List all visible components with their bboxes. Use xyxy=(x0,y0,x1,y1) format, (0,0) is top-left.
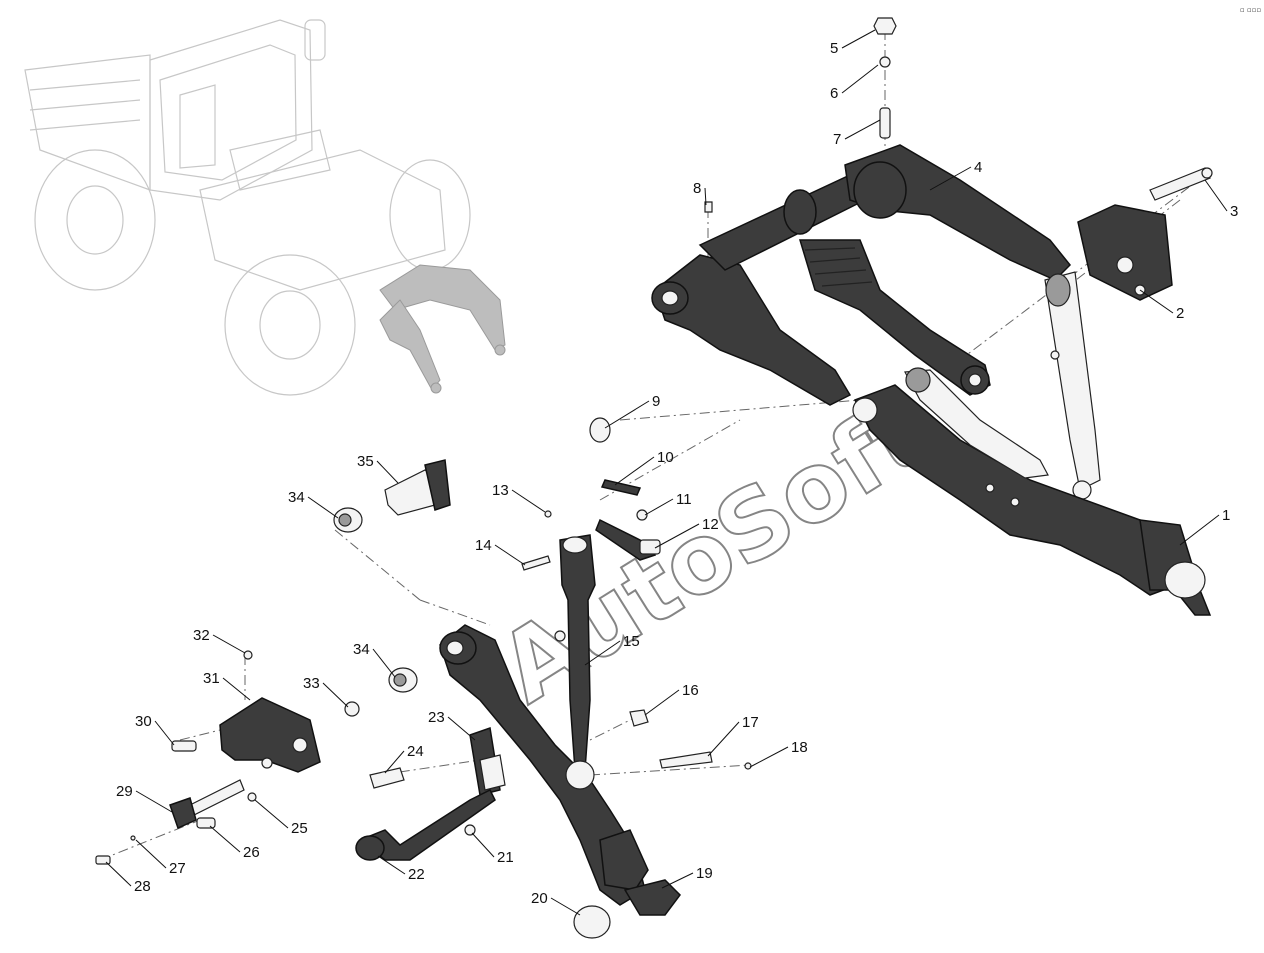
leader-line-8 xyxy=(704,187,707,206)
leader-line-4 xyxy=(929,166,972,191)
fasteners-5-8 xyxy=(704,17,897,213)
callout-label-21: 21 xyxy=(497,849,514,866)
leader-line-32 xyxy=(212,634,246,654)
callout-label-3: 3 xyxy=(1230,203,1238,220)
leader-line-13 xyxy=(511,489,546,513)
fasteners-25-33 xyxy=(95,650,360,865)
callout-label-7: 7 xyxy=(833,131,841,148)
callout-label-5: 5 xyxy=(830,40,838,57)
callout-label-24: 24 xyxy=(407,743,424,760)
callout-label-19: 19 xyxy=(696,865,713,882)
leader-line-33 xyxy=(322,682,349,708)
callout-label-10: 10 xyxy=(657,449,674,466)
fasteners-16-18 xyxy=(629,709,752,770)
callout-label-6: 6 xyxy=(830,85,838,102)
callout-label-14: 14 xyxy=(475,537,492,554)
bracket-31 xyxy=(219,697,321,773)
leader-line-21 xyxy=(471,832,495,858)
center-top-link-15 xyxy=(554,534,596,771)
tractor-overview-illustration xyxy=(24,19,506,396)
callout-label-25: 25 xyxy=(291,820,308,837)
leader-line-7 xyxy=(844,119,881,140)
leader-line-34 xyxy=(307,496,339,519)
leader-line-18 xyxy=(749,746,789,768)
leader-line-12 xyxy=(654,523,700,549)
callout-label-34: 34 xyxy=(288,489,305,506)
callout-label-18: 18 xyxy=(791,739,808,756)
leader-line-5 xyxy=(841,29,876,49)
leader-line-22 xyxy=(377,855,406,875)
callout-label-32: 32 xyxy=(193,627,210,644)
leader-line-28 xyxy=(105,861,132,887)
callout-label-33: 33 xyxy=(303,675,320,692)
lower-link-1 xyxy=(852,384,1212,616)
callout-label-27: 27 xyxy=(169,860,186,877)
upper-lift-arms-assembly xyxy=(651,144,1072,406)
callout-label-34: 34 xyxy=(353,641,370,658)
pin-35 xyxy=(384,459,451,516)
adjuster-assembly-22-24 xyxy=(355,726,506,861)
leader-line-31 xyxy=(222,677,251,701)
leader-line-14 xyxy=(494,544,526,566)
ball-20 xyxy=(573,905,611,939)
leader-line-11 xyxy=(644,498,674,516)
callout-label-16: 16 xyxy=(682,682,699,699)
callout-label-8: 8 xyxy=(693,180,701,197)
corner-reference-mark: ▫ ▫▫▫ xyxy=(1240,6,1261,14)
bushing-34-lower xyxy=(388,667,418,693)
callout-label-26: 26 xyxy=(243,844,260,861)
callout-label-30: 30 xyxy=(135,713,152,730)
callout-labels: 1234567891011121314151617181920212223242… xyxy=(116,40,1238,907)
callout-label-12: 12 xyxy=(702,516,719,533)
leader-line-16 xyxy=(644,689,680,716)
leader-line-29 xyxy=(135,790,173,813)
leader-line-2 xyxy=(1139,289,1174,314)
callout-label-9: 9 xyxy=(652,393,660,410)
leader-line-34 xyxy=(372,648,396,678)
callout-label-35: 35 xyxy=(357,453,374,470)
callout-label-28: 28 xyxy=(134,878,151,895)
callout-label-17: 17 xyxy=(742,714,759,731)
pin-3 xyxy=(1149,167,1213,201)
leader-line-1 xyxy=(1179,514,1220,546)
callout-label-15: 15 xyxy=(623,633,640,650)
stabilizer-arm xyxy=(904,367,1049,479)
right-lift-rod xyxy=(1044,271,1101,500)
leader-line-19 xyxy=(661,872,694,889)
leader-line-15 xyxy=(584,640,621,666)
leader-line-17 xyxy=(707,721,740,757)
callout-label-22: 22 xyxy=(408,866,425,883)
leader-line-26 xyxy=(209,825,241,853)
leader-line-20 xyxy=(550,897,581,916)
callout-label-13: 13 xyxy=(492,482,509,499)
callout-label-1: 1 xyxy=(1222,507,1230,524)
callout-label-4: 4 xyxy=(974,159,982,176)
callout-label-2: 2 xyxy=(1176,305,1184,322)
leader-lines xyxy=(105,29,1228,916)
leader-line-35 xyxy=(376,460,399,484)
leader-line-23 xyxy=(447,716,476,741)
leader-line-24 xyxy=(384,750,405,774)
callout-label-31: 31 xyxy=(203,670,220,687)
leader-line-30 xyxy=(154,720,175,746)
callout-label-23: 23 xyxy=(428,709,445,726)
callout-label-29: 29 xyxy=(116,783,133,800)
right-bracket-2 xyxy=(1077,204,1173,301)
lower-link-left xyxy=(439,624,649,906)
bushing-34-top xyxy=(333,507,363,533)
callout-label-20: 20 xyxy=(531,890,548,907)
leader-line-27 xyxy=(135,839,167,869)
leader-line-3 xyxy=(1204,179,1228,212)
leader-line-9 xyxy=(604,400,650,429)
leader-line-6 xyxy=(841,64,879,94)
leader-line-25 xyxy=(254,799,289,829)
hook-19 xyxy=(623,879,681,916)
callout-label-11: 11 xyxy=(676,491,692,508)
fasteners-9-14 xyxy=(521,417,661,571)
leader-line-10 xyxy=(614,456,655,486)
